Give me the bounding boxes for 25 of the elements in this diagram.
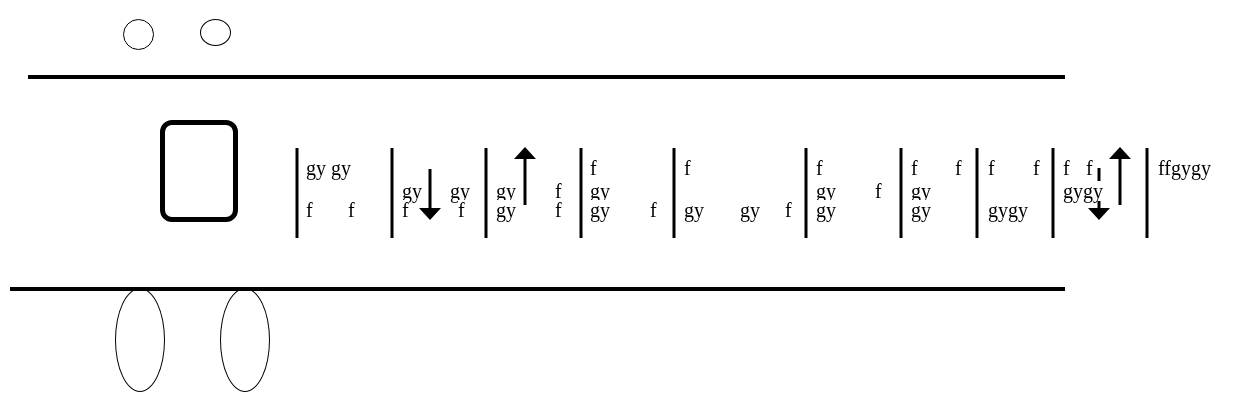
label-text: f [988,158,995,178]
label-text: f [911,158,918,178]
label-text: f [555,181,562,201]
label-text: f [1063,158,1070,178]
label-text: gy [590,200,610,220]
label-text: f [590,158,597,178]
label-text: gy [911,200,931,220]
label-text: f [955,158,962,178]
label-text: f [458,200,465,220]
label-text: gygy [1063,181,1103,201]
label-text: f [785,200,792,220]
label-text: f [1086,158,1093,178]
label-text: f [306,200,313,220]
label-text: f [348,200,355,220]
label-text: ffgygy [1158,158,1211,178]
label-text: f [684,158,691,178]
label-text: f [1033,158,1040,178]
label-text: gy [816,200,836,220]
label-text: f [402,200,409,220]
label-text: f [875,181,882,201]
label-text: gy [496,200,516,220]
label-text: f [555,200,562,220]
label-text: f [816,158,823,178]
rounded-box [160,120,238,222]
label-text: f [650,200,657,220]
